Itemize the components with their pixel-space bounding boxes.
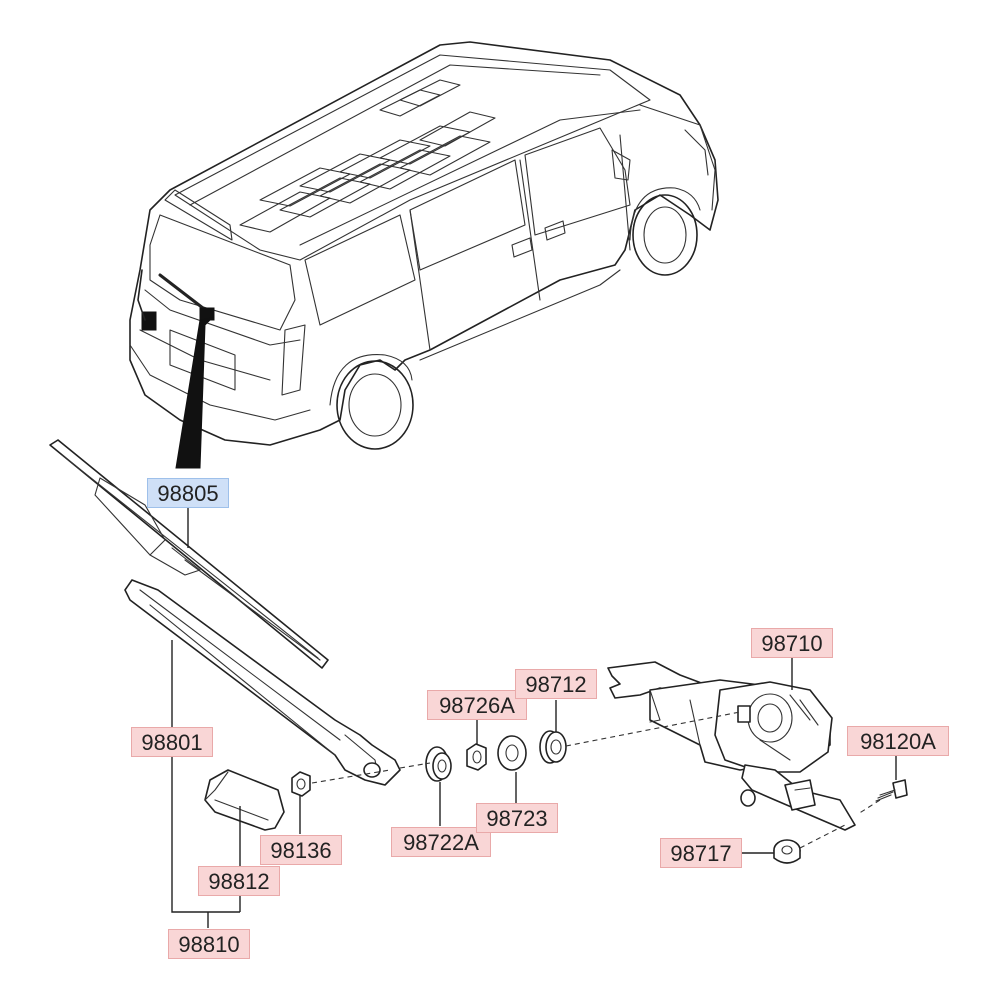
wiper-blade-drawing <box>49 439 329 669</box>
part-label-98726a[interactable]: 98726A <box>427 690 527 720</box>
van-illustration <box>129 41 719 469</box>
grommet-98717-drawing <box>773 839 801 864</box>
bolt-98120a-drawing <box>875 779 908 802</box>
callout-arrow <box>175 317 214 469</box>
assembly-lines <box>311 711 881 849</box>
wiper-arm-drawing <box>124 579 401 786</box>
part-label-98805[interactable]: 98805 <box>147 478 229 508</box>
part-label-98722a[interactable]: 98722A <box>391 827 491 857</box>
part-label-98812[interactable]: 98812 <box>198 866 280 896</box>
motor-98710-drawing <box>607 661 856 831</box>
arm-cap-drawing <box>204 769 285 831</box>
part-label-98810[interactable]: 98810 <box>168 929 250 959</box>
part-label-98723[interactable]: 98723 <box>476 803 558 833</box>
part-label-98710[interactable]: 98710 <box>751 628 833 658</box>
bushing-98712-drawing <box>539 730 567 764</box>
part-label-98801[interactable]: 98801 <box>131 727 213 757</box>
nut-98136-drawing <box>291 771 311 797</box>
washer-98723-drawing <box>497 735 527 771</box>
part-label-98717[interactable]: 98717 <box>660 838 742 868</box>
part-label-98712[interactable]: 98712 <box>515 669 597 699</box>
grommet-98722a-drawing <box>425 746 452 782</box>
nut-98726a-drawing <box>466 743 487 771</box>
part-label-98136[interactable]: 98136 <box>260 835 342 865</box>
part-label-98120a[interactable]: 98120A <box>847 726 949 756</box>
